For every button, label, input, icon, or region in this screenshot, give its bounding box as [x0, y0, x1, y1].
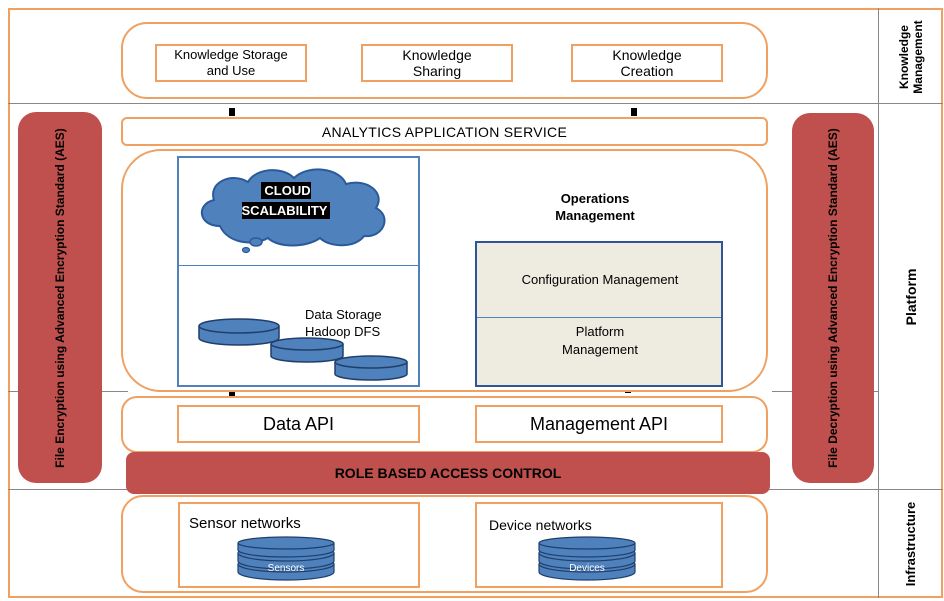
- layer-platform: Platform: [903, 268, 919, 326]
- devices-database-icon: [538, 536, 636, 581]
- knowledge-creation-label: Knowledge Creation: [612, 47, 682, 79]
- device-networks-label: Device networks: [489, 517, 592, 533]
- layer-label-divider: [878, 8, 879, 598]
- sensors-database-icon: [237, 536, 335, 581]
- knowledge-creation-box: Knowledge Creation: [571, 44, 723, 82]
- analytics-service-label: ANALYTICS APPLICATION SERVICE: [321, 123, 568, 140]
- data-storage-label: Data Storage Hadoop DFS: [305, 307, 382, 339]
- rbac-bar: ROLE BASED ACCESS CONTROL: [126, 452, 770, 494]
- database-icon: [198, 318, 408, 381]
- device-networks-box: [475, 502, 723, 588]
- file-encryption-bar: File Encryption using Advanced Encryptio…: [18, 112, 102, 483]
- layer-infrastructure: Infrastructure: [903, 501, 918, 587]
- knowledge-sharing-box: Knowledge Sharing: [361, 44, 513, 82]
- management-api-label: Management API: [529, 413, 669, 434]
- sensor-networks-label: Sensor networks: [189, 515, 301, 532]
- connector-tick: [229, 108, 235, 116]
- platform-management-label: Platform Management: [562, 324, 638, 357]
- data-api-box: Data API: [177, 405, 420, 443]
- knowledge-storage-label: Knowledge Storage and Use: [174, 47, 288, 78]
- knowledge-platform-divider: [8, 103, 943, 104]
- rbac-label: ROLE BASED ACCESS CONTROL: [334, 465, 562, 481]
- operations-management-title: Operations Management: [555, 191, 635, 223]
- sensors-label: Sensors: [267, 563, 305, 574]
- cloud-scalability-label: CLOUD SCALABILITY: [233, 181, 339, 221]
- operations-panel: [475, 241, 723, 387]
- cloud-storage-divider: [179, 265, 418, 266]
- analytics-service-bar: ANALYTICS APPLICATION SERVICE: [121, 117, 768, 146]
- data-api-label: Data API: [262, 413, 335, 434]
- connector-tick: [631, 108, 637, 116]
- layer-knowledge-management: Knowledge Management: [897, 19, 925, 94]
- devices-label: Devices: [569, 563, 605, 574]
- knowledge-storage-box: Knowledge Storage and Use: [155, 44, 307, 82]
- connector-tick: [229, 389, 235, 397]
- operations-divider: [477, 317, 721, 318]
- knowledge-sharing-label: Knowledge Sharing: [402, 47, 472, 79]
- configuration-management-label: Configuration Management: [521, 272, 679, 287]
- diagram-frame: [8, 8, 943, 598]
- management-api-box: Management API: [475, 405, 723, 443]
- file-decryption-bar: File Decryption using Advanced Encryptio…: [792, 113, 874, 483]
